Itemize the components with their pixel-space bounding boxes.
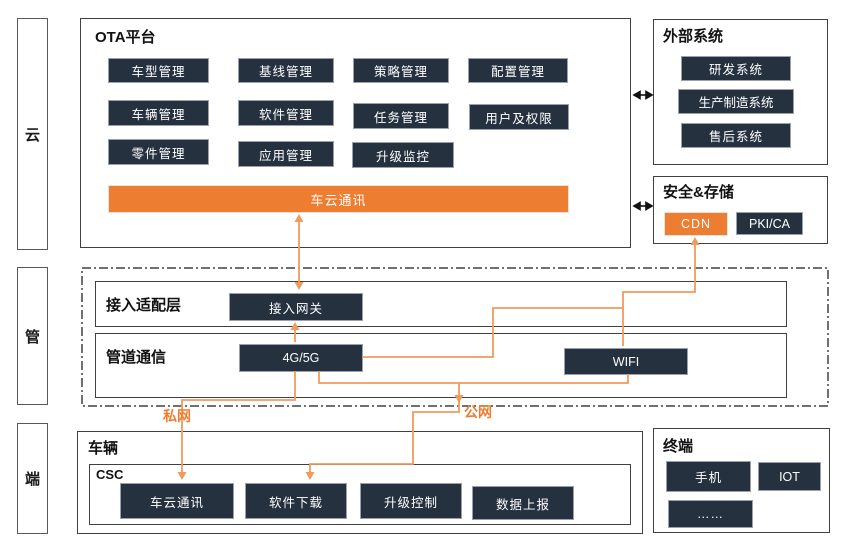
module-vehicle-model-mgmt: 车型管理 [108, 58, 209, 83]
external-systems-title: 外部系统 [663, 28, 724, 45]
public-network-label: 公网 [464, 404, 492, 420]
csc-data-report-chip: 数据上报 [472, 486, 574, 520]
ota-external-arrow-left [632, 90, 641, 100]
terminal-title: 终端 [663, 438, 694, 455]
phone-chip: 手机 [666, 461, 751, 492]
vehicle-box: 车辆 CSC 车云通讯 软件下载 升级控制 数据上报 [77, 431, 643, 534]
csc-cloud-comm-chip: 车云通讯 [120, 483, 234, 519]
ota-platform-box: OTA平台 车型管理 基线管理 策略管理 配置管理 车辆管理 软件管理 任务管理… [80, 18, 631, 248]
terminal-box: 终端 手机 IOT …… [653, 428, 830, 533]
vehicle-title: 车辆 [88, 440, 119, 457]
module-strategy-mgmt: 策略管理 [353, 58, 449, 83]
module-task-mgmt: 任务管理 [353, 103, 449, 129]
access-adaptation-box: 接入适配层 接入网关 [95, 281, 787, 327]
layer-rail-cloud-label: 云 [24, 126, 40, 144]
cdn-chip: CDN [664, 212, 728, 236]
csc-box: CSC 车云通讯 软件下载 升级控制 数据上报 [89, 464, 631, 525]
private-network-label: 私网 [163, 408, 191, 424]
external-systems-box: 外部系统 研发系统 生产制造系统 售后系统 [653, 19, 828, 165]
manufacturing-system-chip: 生产制造系统 [678, 89, 794, 114]
cellular-4g5g-chip: 4G/5G [239, 344, 363, 372]
cloud-vehicle-comm-bus: 车云通讯 [108, 185, 569, 213]
more-terminals-chip: …… [668, 500, 753, 528]
pipeline-comm-box: 管道通信 4G/5G WIFI [95, 333, 787, 398]
module-parts-mgmt: 零件管理 [108, 139, 209, 165]
layer-rail-device-label: 端 [24, 471, 40, 488]
ota-security-arrow-left [632, 201, 641, 211]
iot-chip: IOT [758, 462, 821, 491]
security-storage-box: 安全&存储 CDN PKI/CA [653, 176, 828, 244]
pki-ca-chip: PKI/CA [736, 212, 803, 235]
csc-upgrade-control-chip: 升级控制 [360, 483, 462, 519]
module-software-mgmt: 软件管理 [238, 100, 334, 126]
wifi-chip: WIFI [564, 348, 688, 375]
module-baseline-mgmt: 基线管理 [238, 58, 334, 83]
layer-rail-cloud: 云 [17, 18, 48, 250]
pipeline-comm-title: 管道通信 [106, 349, 167, 366]
module-vehicle-mgmt: 车辆管理 [108, 100, 209, 126]
security-storage-title: 安全&存储 [663, 184, 734, 201]
module-upgrade-monitor: 升级监控 [352, 142, 454, 168]
layer-rail-pipe-label: 管 [24, 328, 40, 346]
csc-software-download-chip: 软件下载 [245, 483, 347, 519]
module-app-mgmt: 应用管理 [238, 141, 334, 167]
layer-rail-device: 端 [17, 423, 48, 534]
ota-external-arrow-right [645, 90, 654, 100]
access-adaptation-title: 接入适配层 [106, 297, 182, 314]
ota-security-arrow-right [645, 201, 654, 211]
layer-rail-pipe: 管 [17, 267, 48, 405]
rd-system-chip: 研发系统 [681, 56, 791, 81]
module-config-mgmt: 配置管理 [468, 58, 568, 83]
module-user-permission: 用户及权限 [469, 104, 569, 130]
csc-label: CSC [96, 467, 124, 482]
ota-platform-title: OTA平台 [95, 29, 156, 46]
access-gateway-chip: 接入网关 [229, 293, 363, 321]
aftersales-system-chip: 售后系统 [681, 123, 791, 148]
black-double-arrows [632, 90, 654, 211]
